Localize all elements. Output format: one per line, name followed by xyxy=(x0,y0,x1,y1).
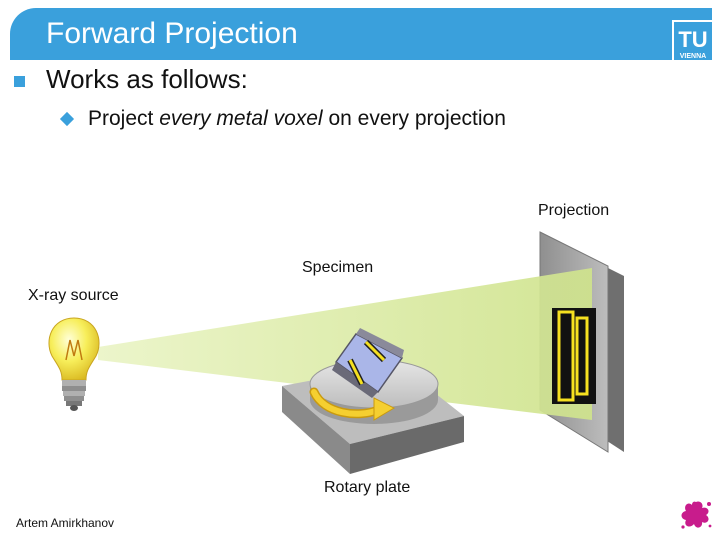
label-specimen: Specimen xyxy=(302,259,374,276)
logo-text-bottom: VIENNA xyxy=(680,53,706,60)
bullet-text-works: Works as follows: xyxy=(46,64,248,94)
label-projection: Projection xyxy=(538,202,610,219)
label-rotary-plate: Rotary plate xyxy=(324,479,411,496)
projection-image xyxy=(552,308,596,404)
bullet-text-project: Project every metal voxel on every proje… xyxy=(88,107,506,131)
light-bulb-icon xyxy=(48,317,100,411)
text-project: Project xyxy=(88,107,160,130)
specimen-cube xyxy=(332,328,404,398)
header-bar: Forward Projection TU VIENNA xyxy=(10,8,714,62)
author-name: Artem Amirkhanov xyxy=(16,516,115,530)
logo-text-top: TU xyxy=(678,27,707,52)
label-xray-source: X-ray source xyxy=(28,287,119,304)
xray-beam xyxy=(98,268,592,420)
tu-vienna-logo-icon: TU VIENNA xyxy=(672,20,714,62)
rotation-arrow-icon xyxy=(309,387,396,421)
paint-splat-icon xyxy=(681,501,712,529)
bullet-square-icon xyxy=(14,76,25,87)
slide-title: Forward Projection xyxy=(46,17,298,50)
text-on-every-projection: on every projection xyxy=(322,107,506,130)
text-every-metal-voxel: every metal voxel xyxy=(159,107,323,130)
